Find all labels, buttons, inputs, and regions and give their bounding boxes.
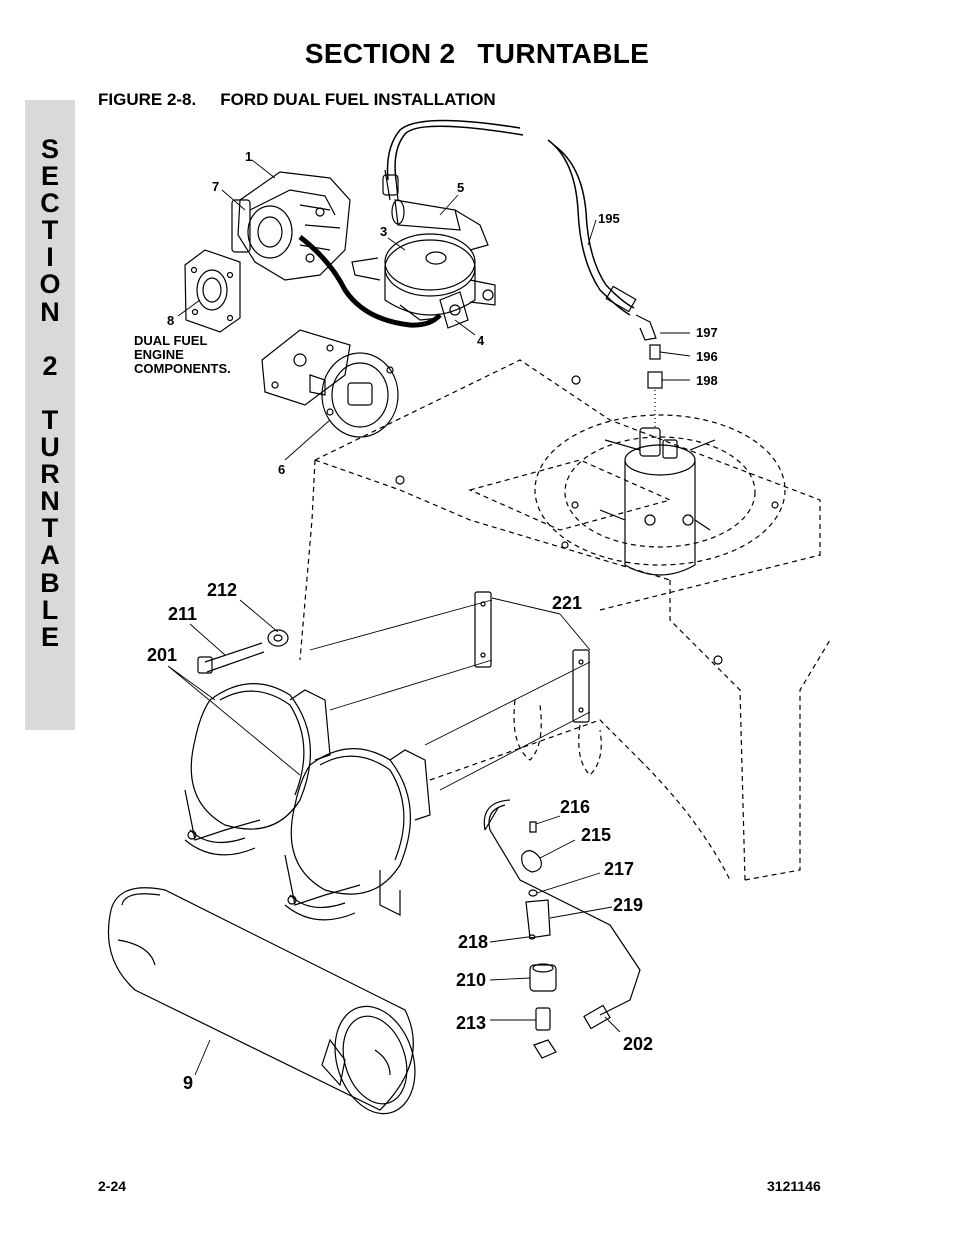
figure-title: FIGURE 2-8. FORD DUAL FUEL INSTALLATION [98,90,496,110]
side-tab-letter: N [40,296,60,327]
callout-219: 219 [613,895,643,915]
side-tab-letter: I [46,242,54,273]
callout-202: 202 [623,1034,653,1054]
callout-7: 7 [212,179,219,194]
throttle-body-drawing [309,352,399,438]
callout-216: 216 [560,797,590,817]
page-header: SECTION 2 TURNTABLE [0,38,954,70]
side-tab-letter: E [40,161,59,192]
side-tab-letter: S [40,134,59,164]
document-number: 3121146 [767,1178,821,1194]
adapter-plate-drawing [184,249,241,333]
side-tab-letter: C [40,188,60,219]
bolt-211-212 [197,629,289,674]
callout-213: 213 [456,1013,486,1033]
callout-1: 1 [245,149,252,164]
side-tab-letter: O [39,269,61,300]
side-tab-letter: U [40,432,60,463]
callout-9: 9 [183,1073,193,1093]
side-tab-letter: L [41,594,59,625]
callout-196: 196 [696,349,718,364]
callout-8: 8 [167,313,174,328]
gasket-plate-drawing [261,329,351,406]
callout-197: 197 [696,325,718,340]
fuel-line-202 [483,799,641,1016]
frame-bolts [395,375,779,665]
callout-195: 195 [598,211,620,226]
clamp-fittings [521,821,611,1059]
side-tab-letter: T [41,215,59,246]
side-tab-letter: B [40,567,60,598]
mixer-assembly-drawing [231,171,351,281]
tank-straps-201 [184,683,431,921]
callout-218: 218 [458,932,488,952]
regulator-drawing [351,233,496,321]
callout-4: 4 [477,333,485,348]
callout-215: 215 [581,825,611,845]
section-title: TURNTABLE [477,38,650,69]
section-number: SECTION 2 [304,38,456,69]
side-tab-letter: R [40,459,60,490]
side-tab-letter: N [40,486,60,517]
solenoid-valve-drawing [382,169,489,251]
callout-6: 6 [278,462,285,477]
callout-221: 221 [552,593,582,613]
figure-number: FIGURE 2-8. [98,90,197,109]
callout-3: 3 [380,224,387,239]
side-tab-letter: 2 [42,350,58,381]
note-line-1: DUAL FUEL [134,333,207,348]
callout-210: 210 [456,970,486,990]
engine-hose [298,235,442,328]
callout-5: 5 [457,180,464,195]
callout-198: 198 [696,373,718,388]
callout-201: 201 [147,645,177,665]
note-line-3: COMPONENTS. [134,361,231,376]
callout-211: 211 [168,604,197,624]
side-tab-letter: T [41,404,59,435]
callout-212: 212 [207,580,237,600]
leader-lines [167,159,691,1076]
swivel-drawing [599,427,716,576]
note-line-2: ENGINE [134,347,184,362]
turntable-bearing [534,414,786,566]
side-tab-letter: A [40,540,60,571]
brackets-221 [474,591,590,723]
page-number: 2-24 [98,1178,127,1194]
callout-217: 217 [604,859,634,879]
fuel-lock-fitting-drawing [439,291,469,329]
side-tab-letter: E [40,621,59,652]
side-tab-letter: T [41,513,59,544]
lpg-tank-9 [107,887,416,1115]
turntable-frame [299,359,831,881]
figure-caption: FORD DUAL FUEL INSTALLATION [220,90,496,109]
